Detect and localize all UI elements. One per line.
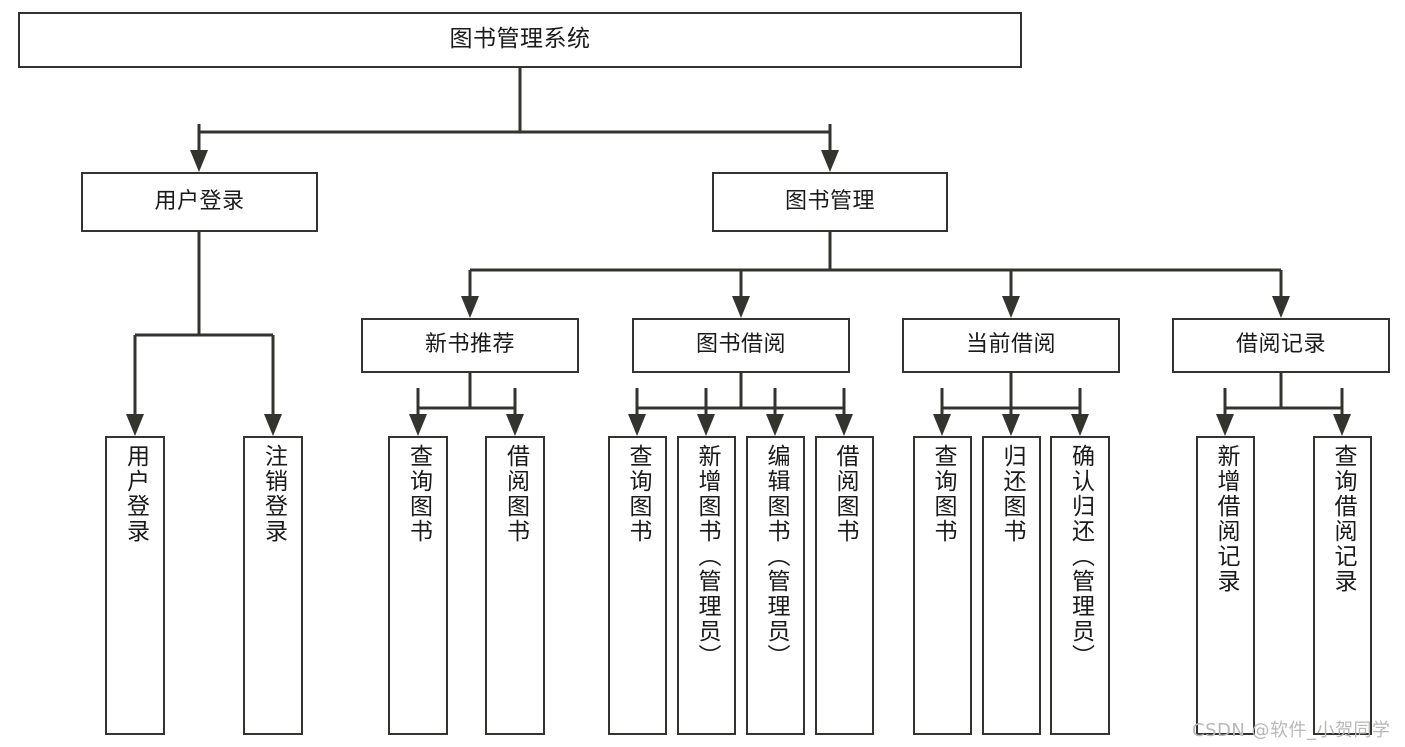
node-label: 借阅图书 bbox=[502, 444, 529, 544]
leaf-arrow-8 bbox=[1071, 414, 1089, 436]
node-label: 新书推荐 bbox=[424, 332, 515, 358]
node-current-borrow[interactable]: 当前借阅 bbox=[902, 318, 1120, 373]
node-leaf-query-book-b[interactable]: 查询图书 bbox=[608, 436, 667, 735]
node-label: 新增图书（管理员） bbox=[694, 444, 720, 669]
node-leaf-confirm-return-admin[interactable]: 确认归还（管理员） bbox=[1050, 436, 1110, 735]
node-leaf-query-borrow-record[interactable]: 查询借阅记录 bbox=[1313, 436, 1372, 735]
node-label: 查询图书 bbox=[930, 444, 956, 544]
book-mgmt-arrow-3 bbox=[1272, 296, 1290, 318]
leaf-arrow-7 bbox=[1002, 414, 1020, 436]
node-label: 新增借阅记录 bbox=[1213, 444, 1239, 594]
leaf-arrow-6 bbox=[933, 414, 951, 436]
node-book-management[interactable]: 图书管理 bbox=[712, 172, 948, 232]
node-leaf-return-book[interactable]: 归还图书 bbox=[982, 436, 1041, 735]
node-borrow-record[interactable]: 借阅记录 bbox=[1172, 318, 1390, 373]
book-mgmt-arrow-0 bbox=[461, 296, 479, 318]
node-label: 编辑图书（管理员） bbox=[763, 444, 789, 669]
node-label: 用户登录 bbox=[154, 188, 245, 214]
node-leaf-query-book-c[interactable]: 查询图书 bbox=[913, 436, 972, 735]
node-label: 注销登录 bbox=[260, 444, 287, 544]
node-label: 图书管理系统 bbox=[449, 26, 591, 53]
leaf-arrow-4 bbox=[766, 414, 784, 436]
user-login-arrow-0 bbox=[126, 414, 144, 436]
node-label: 图书借阅 bbox=[695, 332, 786, 358]
node-label: 用户登录 bbox=[122, 444, 149, 544]
node-new-book-recommend[interactable]: 新书推荐 bbox=[361, 318, 579, 373]
book-mgmt-arrow-2 bbox=[1002, 296, 1020, 318]
node-leaf-add-borrow-record[interactable]: 新增借阅记录 bbox=[1196, 436, 1255, 735]
leaf-arrow-5 bbox=[835, 414, 853, 436]
node-leaf-add-book-admin[interactable]: 新增图书（管理员） bbox=[677, 436, 736, 735]
leaf-arrow-10 bbox=[1333, 414, 1351, 436]
node-leaf-query-book-a[interactable]: 查询图书 bbox=[388, 436, 448, 735]
node-label: 图书管理 bbox=[784, 188, 875, 214]
node-label: 查询图书 bbox=[625, 444, 651, 544]
node-leaf-logout-login[interactable]: 注销登录 bbox=[243, 436, 303, 735]
leaf-arrow-1 bbox=[506, 414, 524, 436]
node-book-borrow[interactable]: 图书借阅 bbox=[632, 318, 850, 373]
user-login-arrow-1 bbox=[264, 414, 282, 436]
root-arrow-1 bbox=[821, 150, 839, 172]
node-user-login[interactable]: 用户登录 bbox=[81, 172, 318, 232]
csdn-watermark: CSDN @软件_小贺同学 bbox=[1192, 720, 1391, 741]
node-label: 查询借阅记录 bbox=[1330, 444, 1356, 594]
node-label: 归还图书 bbox=[999, 444, 1025, 544]
node-label: 查询图书 bbox=[405, 444, 432, 544]
node-leaf-edit-book-admin[interactable]: 编辑图书（管理员） bbox=[746, 436, 805, 735]
node-label: 确认归还（管理员） bbox=[1067, 444, 1094, 669]
leaf-arrow-9 bbox=[1216, 414, 1234, 436]
node-label: 借阅图书 bbox=[832, 444, 858, 544]
leaf-arrow-2 bbox=[628, 414, 646, 436]
leaf-arrow-3 bbox=[697, 414, 715, 436]
root-arrow-0 bbox=[190, 150, 208, 172]
node-leaf-borrow-book-b[interactable]: 借阅图书 bbox=[815, 436, 874, 735]
leaf-arrow-0 bbox=[409, 414, 427, 436]
node-leaf-user-login[interactable]: 用户登录 bbox=[105, 436, 165, 735]
node-label: 当前借阅 bbox=[965, 332, 1056, 358]
node-label: 借阅记录 bbox=[1235, 332, 1326, 358]
book-mgmt-arrow-1 bbox=[732, 296, 750, 318]
node-leaf-borrow-book-a[interactable]: 借阅图书 bbox=[485, 436, 545, 735]
node-root[interactable]: 图书管理系统 bbox=[18, 12, 1022, 68]
